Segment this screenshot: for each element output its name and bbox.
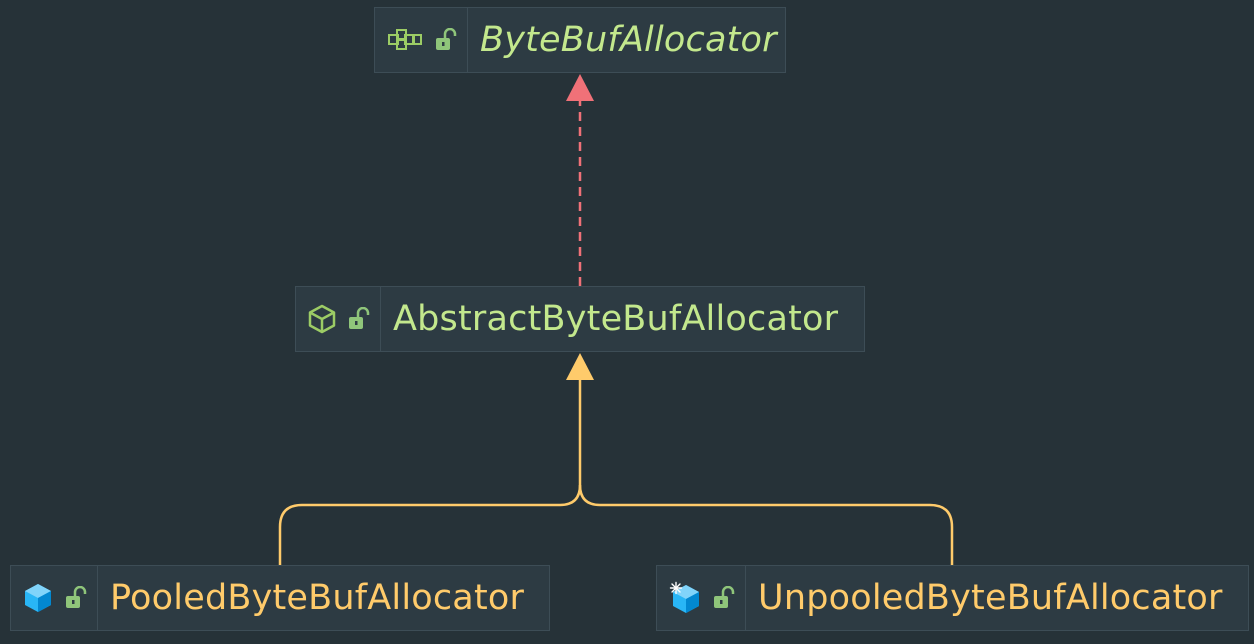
extends-arrowhead (566, 353, 594, 380)
abstract-class-icon (308, 304, 336, 334)
static-class-icon (669, 581, 701, 615)
node-icons (375, 8, 468, 72)
node-abstract-byte-buf-allocator[interactable]: AbstractByteBufAllocator (295, 286, 865, 352)
node-byte-buf-allocator[interactable]: ByteBufAllocator (374, 7, 786, 73)
node-pooled-byte-buf-allocator[interactable]: PooledByteBufAllocator (10, 565, 550, 631)
node-icons (11, 566, 98, 630)
node-label: UnpooledByteBufAllocator (758, 578, 1223, 618)
public-lock-icon (435, 28, 457, 52)
node-label: ByteBufAllocator (480, 20, 777, 60)
extends-edge-unpooled (578, 484, 954, 565)
public-lock-icon (348, 307, 370, 331)
node-label: AbstractByteBufAllocator (393, 299, 839, 339)
implements-arrowhead (566, 74, 594, 101)
node-unpooled-byte-buf-allocator[interactable]: UnpooledByteBufAllocator (656, 565, 1249, 631)
extends-edge-pooled (278, 484, 582, 565)
public-lock-icon (713, 586, 735, 610)
node-icons (657, 566, 746, 630)
interface-icon (387, 27, 423, 53)
node-label: PooledByteBufAllocator (110, 578, 525, 618)
class-icon (23, 582, 53, 614)
public-lock-icon (65, 586, 87, 610)
node-icons (296, 287, 381, 351)
